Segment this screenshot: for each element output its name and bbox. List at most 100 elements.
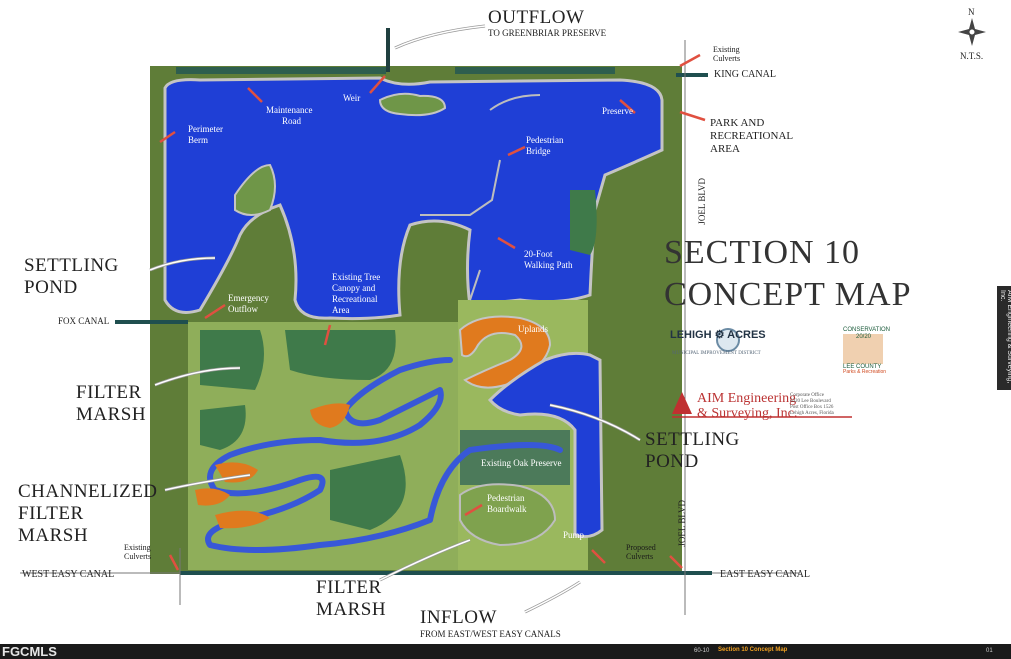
walking-path-label-2: Walking Path — [524, 260, 573, 270]
boardwalk-label-1: Pedestrian — [487, 493, 525, 503]
park-label-2: RECREATIONAL — [710, 130, 794, 142]
existing-culverts-top-2: Culverts — [713, 54, 741, 63]
settling-pond-southeast — [487, 351, 604, 539]
emergency-outflow-label-2: Outflow — [228, 304, 258, 314]
aim-engineering-name-2: & Surveying, Inc. — [697, 406, 798, 421]
footer-number: 01 — [986, 648, 993, 654]
tree-canopy-2 — [285, 330, 396, 380]
conservation-logo-4: Parks & Recreation — [843, 369, 887, 375]
existing-culverts-left-2: Culverts — [124, 552, 152, 561]
filter-marsh-bottom-label-2: MARSH — [316, 599, 387, 620]
aim-address-2: 5020 Lee Boulevard — [790, 399, 831, 404]
emergency-outflow-label-1: Emergency — [228, 293, 269, 303]
boardwalk-area — [459, 483, 557, 547]
proposed-culverts-2: Culverts — [626, 552, 654, 561]
footer-bar — [0, 644, 1011, 659]
conservation-logo-3: LEE COUNTY — [843, 364, 882, 370]
aim-logo-mark — [672, 392, 692, 414]
oak-preserve — [460, 430, 570, 485]
conservation-logo — [843, 334, 883, 364]
boardwalk-label-2: Boardwalk — [487, 504, 527, 514]
lehigh-acres-subtitle: MUNICIPAL IMPROVEMENT DISTRICT — [672, 351, 761, 356]
fox-canal-label: FOX CANAL — [58, 316, 110, 326]
pedestrian-bridge-label-2: Bridge — [526, 146, 551, 156]
island-2 — [378, 92, 447, 117]
aim-address-3: Post Office Box 1526 — [790, 405, 834, 410]
settling-pond-north — [163, 76, 664, 321]
pedestrian-bridge-label-1: Pedestrian — [526, 135, 564, 145]
compass-n-label: N — [968, 7, 975, 17]
channelized-label-1: CHANNELIZED — [18, 481, 158, 502]
scale-note: N.T.S. — [960, 51, 984, 61]
footer-brand: FGCMLS — [2, 644, 57, 659]
channelized-label-2: FILTER — [18, 503, 84, 524]
east-easy-canal-label: EAST EASY CANAL — [720, 569, 811, 580]
maintenance-road-label-2: Road — [282, 116, 301, 126]
tree-canopy-3 — [200, 405, 246, 450]
proposed-culverts-1: Proposed — [626, 543, 656, 552]
walking-path — [420, 94, 541, 301]
park-label-1: PARK AND — [710, 117, 765, 129]
tree-canopy-label-1: Existing Tree — [332, 272, 381, 282]
aim-address-4: Lehigh Acres, Florida — [790, 411, 834, 416]
tree-canopy-5 — [570, 190, 597, 255]
map-title-line2: CONCEPT MAP — [664, 276, 912, 313]
joel-blvd-bottom-label: JOEL BLVD — [677, 500, 687, 547]
tree-canopy-label-2: Canopy and — [332, 283, 376, 293]
walking-path-label-1: 20-Foot — [524, 249, 553, 259]
weir-label: Weir — [343, 93, 361, 103]
aim-engineering-name-1: AIM Engineering — [697, 391, 797, 406]
side-tab: AIM Engineering & Surveying, Inc. — [997, 286, 1011, 390]
north-compass — [958, 18, 986, 46]
channelized-label-3: MARSH — [18, 525, 89, 546]
pump-label: Pump — [563, 530, 585, 540]
tree-canopy-label-3: Recreational — [332, 294, 378, 304]
existing-culverts-left-1: Existing — [124, 543, 151, 552]
preserve-label: Preserve — [602, 106, 633, 116]
tree-canopy-label-4: Area — [332, 305, 350, 315]
oak-preserve-label: Existing Oak Preserve — [481, 458, 562, 468]
red-pointers — [159, 53, 706, 571]
west-easy-canal-label: WEST EASY CANAL — [22, 569, 115, 580]
tree-canopy-1 — [200, 330, 264, 390]
filter-marsh-top-label-2: MARSH — [76, 404, 147, 425]
outflow-label: OUTFLOW — [488, 7, 585, 28]
perimeter-berm-label-2: Berm — [188, 135, 208, 145]
north-canal-strip-2 — [455, 67, 615, 74]
orange-bank-4 — [215, 510, 270, 529]
tree-canopy-4 — [330, 455, 406, 530]
aim-address-1: Corporate Office — [790, 393, 824, 398]
inflow-label: INFLOW — [420, 607, 497, 628]
inflow-sub-label: FROM EAST/WEST EASY CANALS — [420, 629, 561, 639]
perimeter-berm-label-1: Perimeter — [188, 124, 223, 134]
orange-bank-1 — [310, 403, 350, 428]
settling-pond-left-label-1: SETTLING — [24, 255, 119, 276]
settling-pond-left-label-2: POND — [24, 277, 78, 298]
lehigh-logo-seal — [716, 328, 740, 352]
king-canal-label: KING CANAL — [714, 69, 776, 80]
conservation-logo-2: 20/20 — [856, 334, 872, 340]
map-title: SECTION 10 CONCEPT MAP — [664, 232, 912, 316]
park-label-3: AREA — [710, 143, 740, 155]
outflow-sub-label: TO GREENBRIAR PRESERVE — [488, 28, 607, 38]
maintenance-road-label-1: Maintenance — [266, 105, 313, 115]
joel-blvd-top-label: JOEL BLVD — [697, 178, 707, 225]
uplands-label: Uplands — [518, 324, 548, 334]
arrow-outflow — [394, 24, 486, 50]
callout-arrows-inner — [149, 25, 641, 613]
filter-marsh-bottom-label-1: FILTER — [316, 577, 382, 598]
settling-pond-right-label-1: SETTLING — [645, 429, 740, 450]
north-canal-strip — [176, 67, 386, 74]
side-tab-text: AIM Engineering & Surveying, Inc. — [999, 290, 1011, 384]
footer-caption: Section 10 Concept Map — [718, 647, 788, 653]
map-title-line1: SECTION 10 — [664, 234, 861, 271]
conservation-logo-1: CONSERVATION — [843, 327, 891, 333]
existing-culverts-top-1: Existing — [713, 45, 740, 54]
settling-pond-right-label-2: POND — [645, 451, 699, 472]
filter-marsh-top-label-1: FILTER — [76, 382, 142, 403]
island-1 — [234, 163, 276, 216]
footer-page-label: 60-10 — [694, 648, 710, 654]
orange-bank-3 — [195, 488, 230, 506]
channelized-waterway — [205, 357, 563, 553]
